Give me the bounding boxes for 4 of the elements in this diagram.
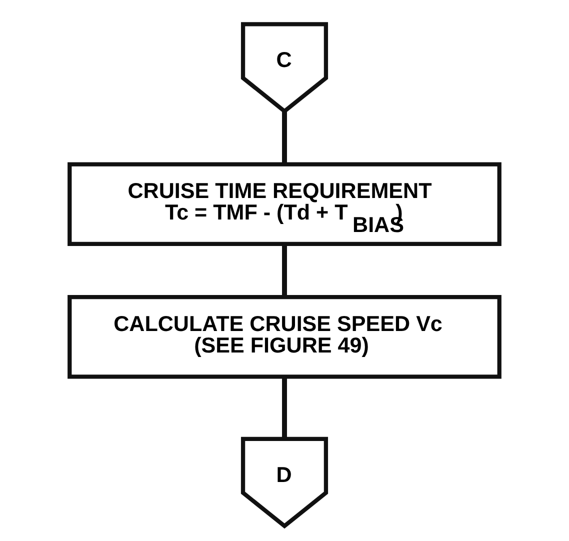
connector (282, 111, 287, 164)
node-box: CALCULATE CRUISE SPEED Vc (SEE FIGURE 49) (68, 294, 502, 379)
connector (282, 244, 287, 297)
connector (282, 376, 287, 439)
